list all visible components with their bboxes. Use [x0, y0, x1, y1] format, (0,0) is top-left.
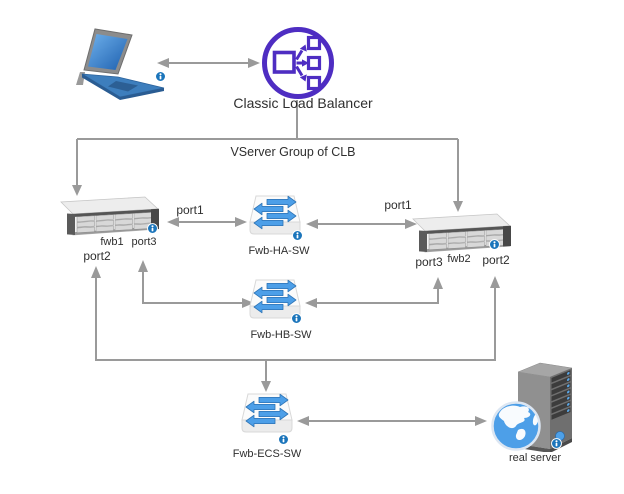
tower-server-globe-icon [491, 362, 573, 452]
fwb2-port3-label: port3 [415, 255, 443, 269]
info-icon [551, 438, 562, 449]
real-server-label: real server [509, 452, 561, 464]
globe-icon [491, 401, 541, 451]
laptop-icon [76, 28, 165, 100]
info-icon [292, 230, 303, 241]
fwb1-port2-label: port2 [83, 249, 111, 263]
fwb2-port1-label: port1 [384, 198, 412, 212]
fwb1-port1-label: port1 [176, 203, 204, 217]
fwb2-port2-label: port2 [482, 253, 510, 267]
fwb-ha-sw-label: Fwb-HA-SW [248, 245, 310, 257]
clb-label: Classic Load Balancer [233, 95, 373, 111]
connector-fwb1-hb-sw-port3 [142, 272, 242, 304]
connector-fwb1-port2-fwb2-port2 [95, 278, 496, 361]
connector-hb-sw-fwb2-port3 [317, 289, 439, 304]
fwb-ecs-sw-node [238, 392, 296, 440]
switch-icon [238, 392, 296, 440]
info-icon [147, 223, 158, 234]
vserver-group-label: VServer Group of CLB [230, 145, 356, 159]
real-server-node [488, 360, 580, 452]
fwb-hb-sw-label: Fwb-HB-SW [250, 329, 312, 341]
rack-server-icon [412, 212, 518, 258]
laptop-node [70, 26, 170, 100]
fwb2-label: fwb2 [447, 253, 471, 265]
fwb1-port3-label: port3 [131, 236, 157, 248]
fwb1-label: fwb1 [100, 236, 124, 248]
info-icon [291, 313, 302, 324]
info-icon [278, 434, 289, 445]
info-icon [155, 71, 166, 82]
arrowheads [72, 58, 500, 426]
info-icon [489, 239, 500, 250]
connector-clb-vserver-group [76, 100, 459, 201]
load-balancer-icon [262, 27, 334, 99]
fwb2-node [412, 212, 518, 258]
fwb-ecs-sw-label: Fwb-ECS-SW [232, 448, 302, 460]
clb-node [259, 24, 337, 102]
